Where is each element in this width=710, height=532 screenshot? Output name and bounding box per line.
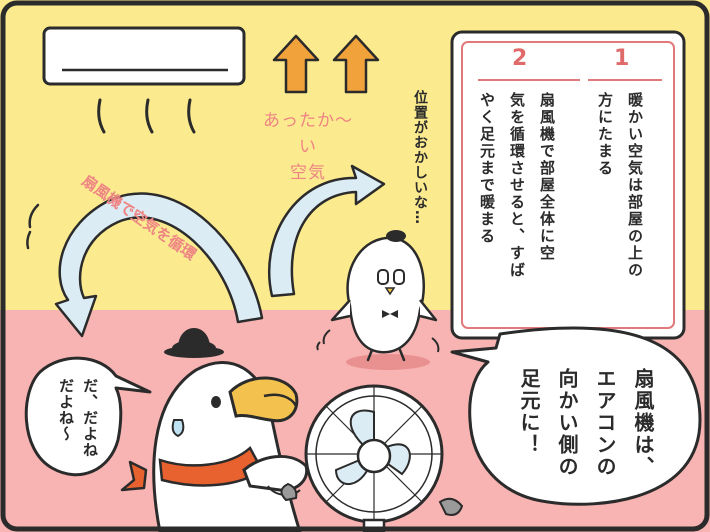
small-bird-character bbox=[316, 230, 440, 362]
step2-line2: 気を循環させると、すば bbox=[508, 92, 526, 279]
step1-line1: 暖かい空気は部屋の上の bbox=[626, 92, 644, 279]
speech-right-line4: 足元に！ bbox=[517, 368, 541, 456]
step1-line2: 方にたまる bbox=[596, 92, 614, 177]
speech-right-line2: エアコンの bbox=[593, 368, 617, 478]
step2-line3: やく足元まで暖まる bbox=[478, 92, 496, 245]
small-bird-thought: 位置がおかしいな… bbox=[412, 90, 428, 225]
step1-number: 1 bbox=[614, 46, 630, 71]
airflow-up-arrow-icon bbox=[267, 164, 386, 298]
speech-left-line1: だ、だよね bbox=[81, 378, 99, 458]
warm-air-up-arrow-icon bbox=[332, 34, 380, 94]
speech-bubble-right bbox=[450, 326, 702, 506]
warm-air-label-line1: あったか〜い bbox=[263, 111, 353, 157]
step2-text: 扇風機で部屋全体に空 気を循環させると、すば やく足元まで暖まる bbox=[472, 92, 562, 279]
warm-air-up-arrow-icon bbox=[272, 34, 320, 94]
air-conditioner-icon bbox=[42, 26, 246, 134]
airflow-down-arrow-icon bbox=[26, 192, 264, 338]
big-bird-character bbox=[120, 328, 309, 532]
step2-number: 2 bbox=[512, 46, 528, 71]
speech-right-text: 扇風機は、 エアコンの 向かい側の 足元に！ bbox=[510, 368, 662, 478]
speech-right-line3: 向かい側の bbox=[555, 368, 579, 478]
step2-line1: 扇風機で部屋全体に空 bbox=[538, 92, 556, 262]
warm-air-label-line2: 空気 bbox=[290, 163, 326, 183]
speech-left-line2: だよね〜 bbox=[57, 378, 75, 442]
electric-fan-icon bbox=[304, 384, 464, 532]
warm-air-label: あったか〜い 空気 bbox=[256, 108, 360, 186]
speech-left-text: だ、だよね だよね〜 bbox=[54, 378, 102, 458]
speech-right-line1: 扇風機は、 bbox=[631, 368, 655, 478]
step1-text: 暖かい空気は部屋の上の 方にたまる bbox=[590, 92, 650, 279]
speech-bubble-left bbox=[24, 356, 152, 477]
